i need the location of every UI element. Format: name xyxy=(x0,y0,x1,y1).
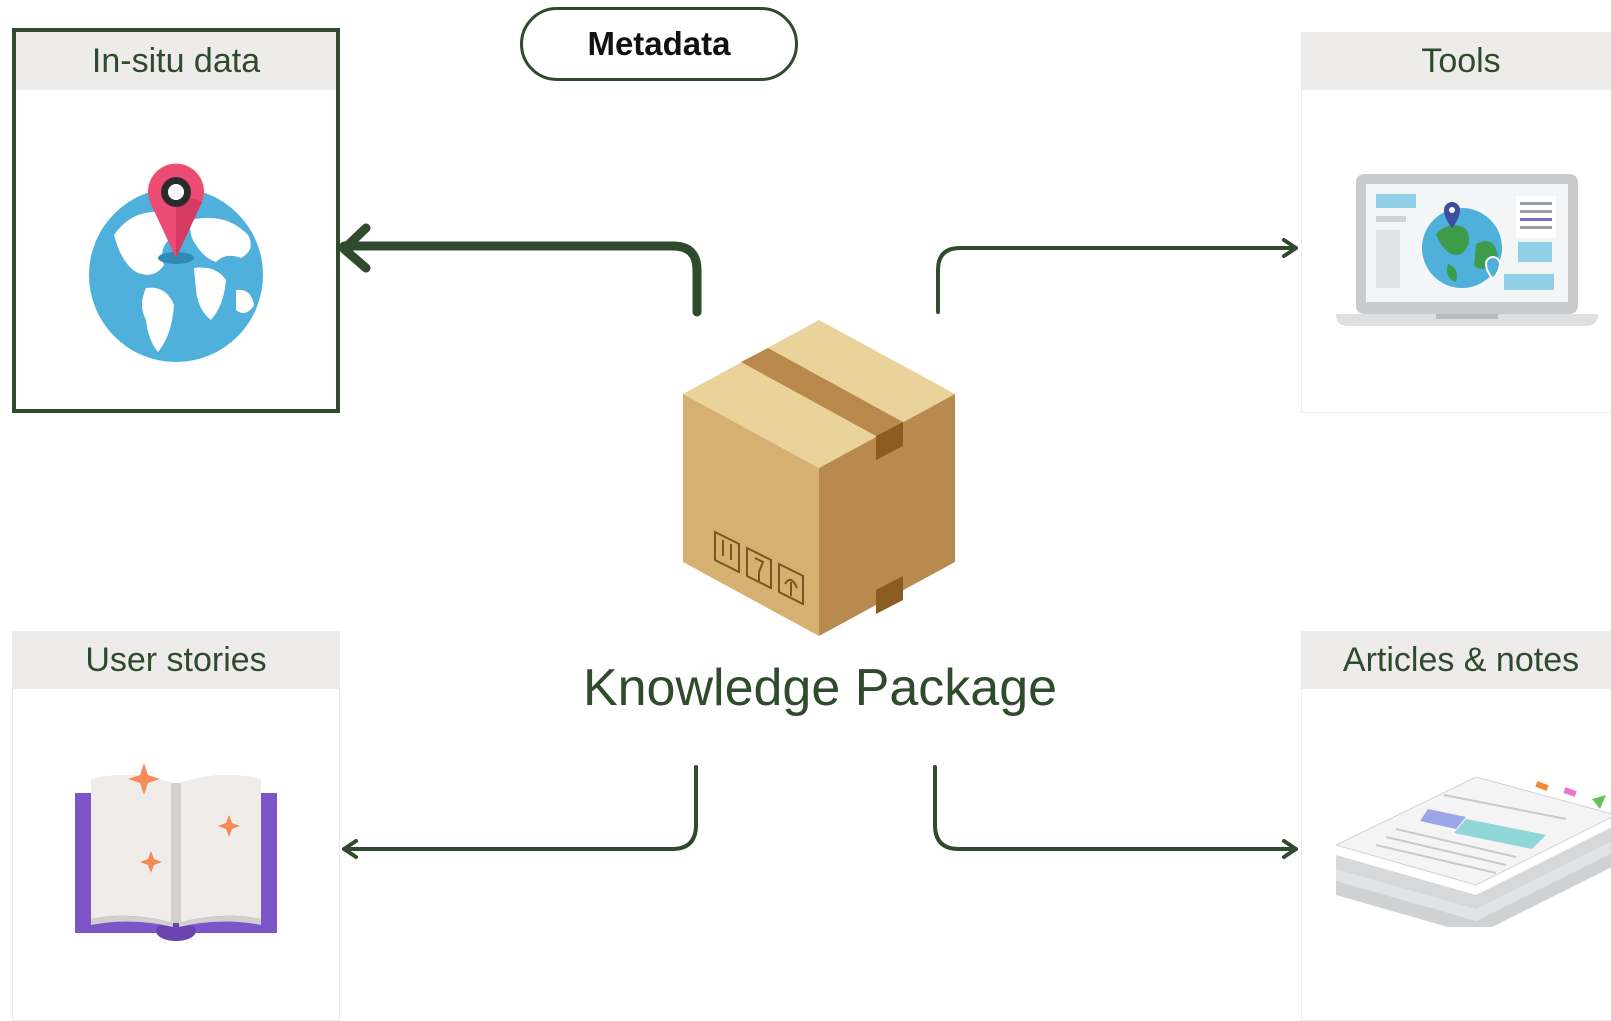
card-articles-notes[interactable]: Articles & notes xyxy=(1301,631,1611,1021)
knowledge-package-label: Knowledge Package xyxy=(582,659,1058,717)
arrow-to-tools xyxy=(936,246,1298,314)
card-user-stories[interactable]: User stories xyxy=(12,631,340,1021)
arrowhead-insitu xyxy=(339,223,371,273)
arrowhead-tools xyxy=(1282,238,1298,258)
arrow-to-articles xyxy=(933,765,1298,851)
card-title-articles: Articles & notes xyxy=(1302,631,1611,689)
card-title-stories: User stories xyxy=(13,631,339,689)
cardboard-box-icon xyxy=(683,320,955,636)
arrowhead-articles xyxy=(1282,839,1298,859)
arrowhead-stories xyxy=(342,839,358,859)
laptop-map-icon xyxy=(1302,174,1611,334)
card-title-insitu: In-situ data xyxy=(16,32,336,90)
metadata-label: Metadata xyxy=(520,7,798,81)
card-insitu-data[interactable]: In-situ data xyxy=(12,28,340,413)
open-book-sparkle-icon xyxy=(13,763,339,943)
globe-location-pin-icon xyxy=(16,140,336,370)
arrow-to-stories xyxy=(342,765,698,851)
paper-stack-icon xyxy=(1302,777,1611,927)
card-title-tools: Tools xyxy=(1302,32,1611,90)
arrow-to-insitu xyxy=(339,241,702,317)
card-tools[interactable]: Tools xyxy=(1301,32,1611,413)
